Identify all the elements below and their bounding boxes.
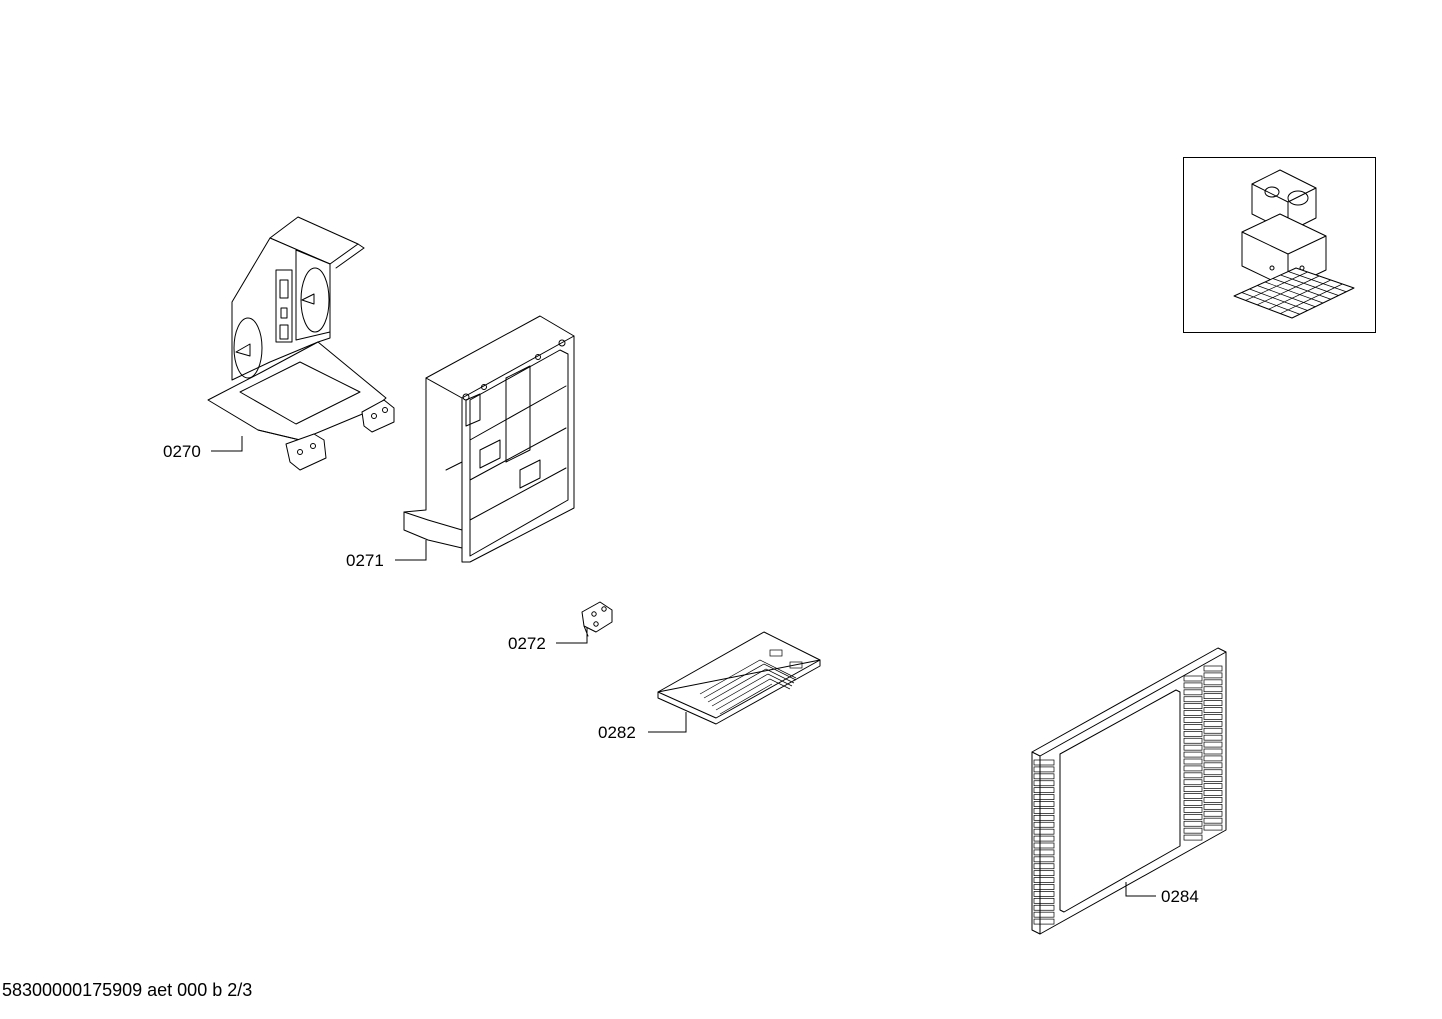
leader-0271 (395, 540, 427, 561)
leader-0270 (211, 436, 243, 452)
callout-0282: 0282 (598, 723, 636, 742)
callout-0271: 0271 (346, 551, 384, 570)
part-0271-frame[interactable] (403, 315, 575, 563)
leader-0284 (1125, 882, 1156, 897)
leader-0272 (556, 628, 588, 644)
callout-0272: 0272 (508, 634, 546, 653)
callout-0270: 0270 (163, 442, 201, 461)
part-0282-board[interactable] (657, 631, 821, 725)
overview-assembly-image (1233, 169, 1355, 319)
part-0284-grid-panel[interactable] (1031, 647, 1227, 935)
callout-0284: 0284 (1161, 887, 1199, 906)
part-0272-clip[interactable] (581, 601, 613, 637)
document-id: 58300000175909 aet 000 b 2/3 (2, 980, 253, 1000)
part-0270-bracket[interactable] (207, 216, 395, 471)
overview-thumbnail (1183, 157, 1376, 333)
leader-lines (211, 436, 1156, 897)
leader-0282 (648, 712, 687, 733)
